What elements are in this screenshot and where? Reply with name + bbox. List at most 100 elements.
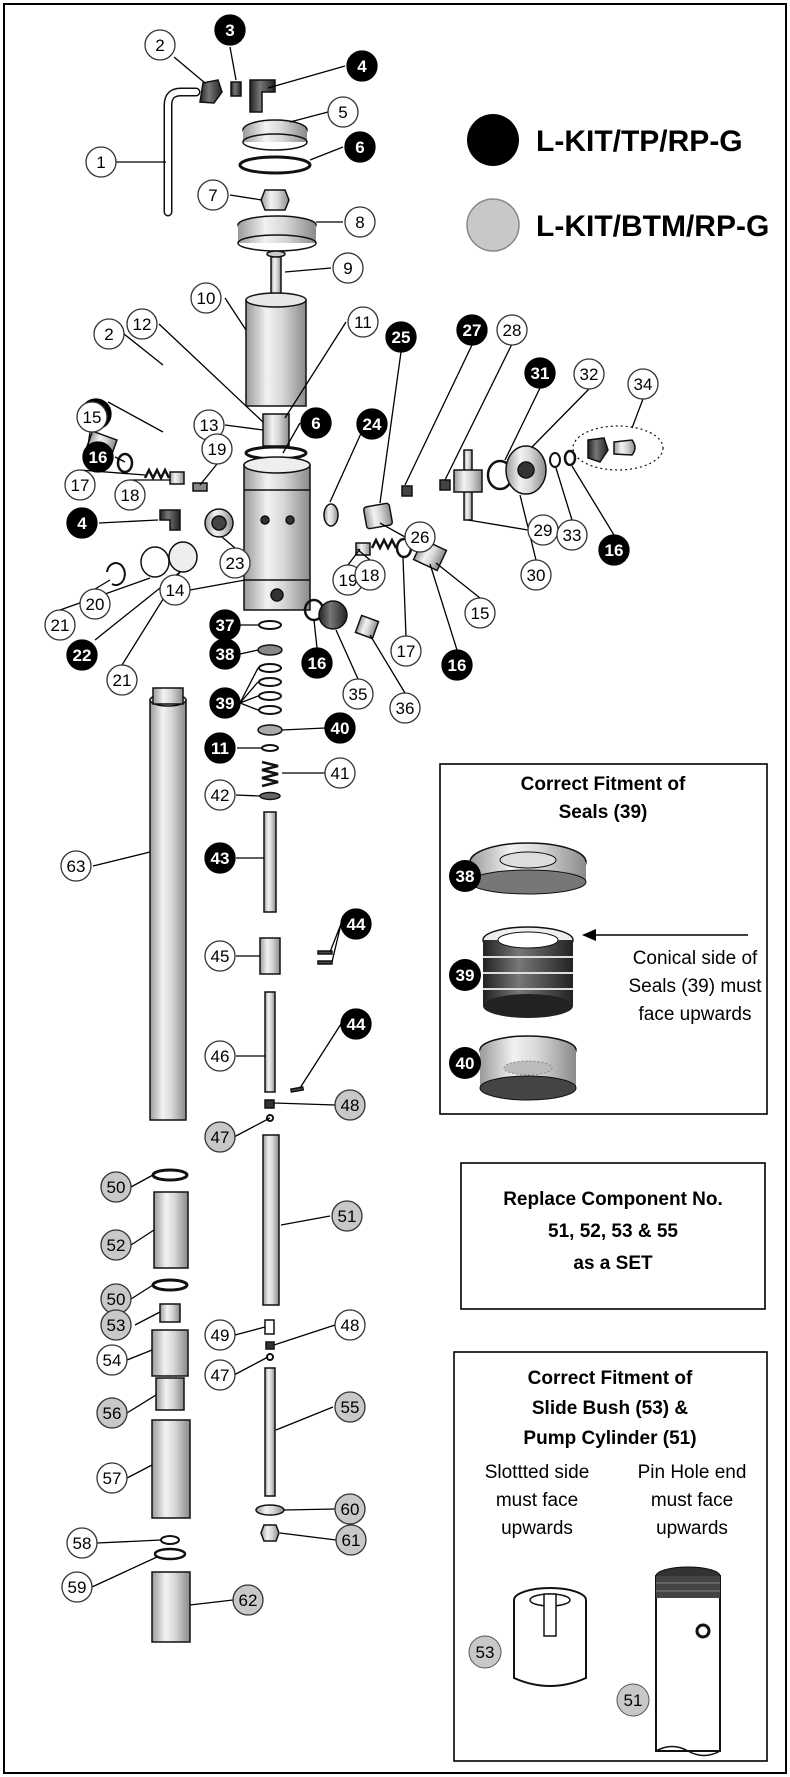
callout-number: 55 — [341, 1398, 360, 1417]
replace-line-3: as a SET — [573, 1253, 653, 1274]
callout-17: 17 — [390, 635, 422, 667]
callout-number: 46 — [211, 1047, 230, 1066]
callout-56: 56 — [96, 1397, 128, 1429]
callout-number: 38 — [216, 645, 235, 664]
callout-number: 15 — [83, 408, 102, 427]
callout-22: 22 — [66, 639, 98, 671]
part-62-sleeve — [151, 1571, 191, 1643]
callout-number: 14 — [166, 581, 185, 600]
callout-15: 15 — [76, 401, 108, 433]
callout-number: 36 — [396, 699, 415, 718]
callout-number: 58 — [73, 1534, 92, 1553]
callout-21: 21 — [106, 664, 138, 696]
callout-16: 16 — [441, 649, 473, 681]
callout-number: 16 — [308, 654, 327, 673]
callout-23: 23 — [219, 547, 251, 579]
callout-number: 54 — [103, 1351, 122, 1370]
callout-number: 23 — [226, 554, 245, 573]
callout-30: 30 — [520, 559, 552, 591]
legend-bottom-kit-swatch — [466, 198, 520, 252]
callout-number: 42 — [211, 786, 230, 805]
callout-number: 1 — [96, 153, 105, 172]
callout-7: 7 — [197, 179, 229, 211]
callout-2: 2 — [144, 29, 176, 61]
callout-number: 10 — [197, 289, 216, 308]
callout-44: 44 — [340, 1008, 372, 1040]
callout-number: 61 — [342, 1531, 361, 1550]
seals-note-2: Seals (39) must — [628, 976, 762, 997]
slide-left-1: Slottted side — [485, 1462, 590, 1483]
callout-number: 4 — [357, 57, 367, 76]
replace-set-box: Replace Component No. 51, 52, 53 & 55 as… — [460, 1162, 766, 1310]
slide-box-title-2: Slide Bush (53) & — [532, 1398, 689, 1419]
callout-number: 17 — [71, 476, 90, 495]
callout-number: 47 — [211, 1366, 230, 1385]
part-51-cylinder — [262, 1134, 280, 1306]
callout-55: 55 — [334, 1391, 366, 1423]
callout-9: 9 — [332, 252, 364, 284]
part-3-fitting — [230, 81, 242, 97]
callout-badges: 1234567891011122313624252728313234151617… — [44, 14, 659, 1616]
callout-53: 53 — [100, 1309, 132, 1341]
callout-12: 12 — [126, 308, 158, 340]
callout-number: 8 — [355, 213, 364, 232]
callout-number: 51 — [338, 1207, 357, 1226]
callout-44: 44 — [340, 908, 372, 940]
seals-note-1: Conical side of — [633, 948, 758, 969]
leader-lines — [59, 46, 644, 1606]
seals-fitment-box: Correct Fitment of Seals (39) Conical si… — [439, 763, 768, 1115]
callout-15: 15 — [464, 597, 496, 629]
slide-box-title-1: Correct Fitment of — [528, 1368, 693, 1389]
callout-21: 21 — [44, 609, 76, 641]
part-drawings — [84, 79, 664, 1643]
legend-top-kit-swatch — [467, 114, 519, 166]
callout-16: 16 — [301, 647, 333, 679]
callout-number: 44 — [347, 1015, 366, 1034]
callout-27: 27 — [456, 314, 488, 346]
callout-26: 26 — [404, 521, 436, 553]
slide-left-2: must face — [496, 1490, 578, 1511]
callout-37: 37 — [209, 609, 241, 641]
callout-number: 11 — [354, 313, 372, 332]
callout-51: 51 — [331, 1200, 363, 1232]
part-57-tube — [151, 1419, 191, 1519]
callout-1: 1 — [85, 146, 117, 178]
callout-number: 7 — [208, 186, 217, 205]
callout-number: 33 — [563, 526, 582, 545]
callout-4: 4 — [66, 507, 98, 539]
callout-number: 19 — [339, 571, 358, 590]
callout-19: 19 — [201, 433, 233, 465]
slide-right-1: Pin Hole end — [638, 1462, 747, 1483]
callout-number: 62 — [239, 1591, 258, 1610]
callout-48: 48 — [334, 1089, 366, 1121]
callout-46: 46 — [204, 1040, 236, 1072]
seals-badge-40: 40 — [456, 1054, 475, 1073]
part-52-sleeve — [153, 1191, 189, 1269]
callout-34: 34 — [627, 368, 659, 400]
seals-badge-39: 39 — [456, 966, 475, 985]
callout-number: 16 — [448, 656, 467, 675]
callout-20: 20 — [79, 588, 111, 620]
legend-bottom-kit-label: L-KIT/BTM/RP-G — [536, 210, 769, 243]
callout-63: 63 — [60, 850, 92, 882]
seals-note-3: face upwards — [638, 1004, 751, 1025]
callout-59: 59 — [61, 1571, 93, 1603]
part-45-coupling — [259, 937, 281, 975]
callout-number: 16 — [89, 448, 108, 467]
part-10-cylinder — [245, 299, 307, 407]
callout-54: 54 — [96, 1344, 128, 1376]
callout-number: 53 — [107, 1316, 126, 1335]
callout-16: 16 — [598, 534, 630, 566]
callout-50: 50 — [100, 1171, 132, 1203]
callout-25: 25 — [385, 321, 417, 353]
callout-2: 2 — [93, 318, 125, 350]
callout-number: 31 — [531, 364, 550, 383]
slide-badge-53: 53 — [476, 1643, 495, 1662]
callout-10: 10 — [190, 282, 222, 314]
slide-box-title-3: Pump Cylinder (51) — [523, 1428, 696, 1449]
slide-left-3: upwards — [501, 1518, 573, 1539]
part-63-tube — [149, 699, 187, 1121]
callout-number: 48 — [341, 1096, 360, 1115]
